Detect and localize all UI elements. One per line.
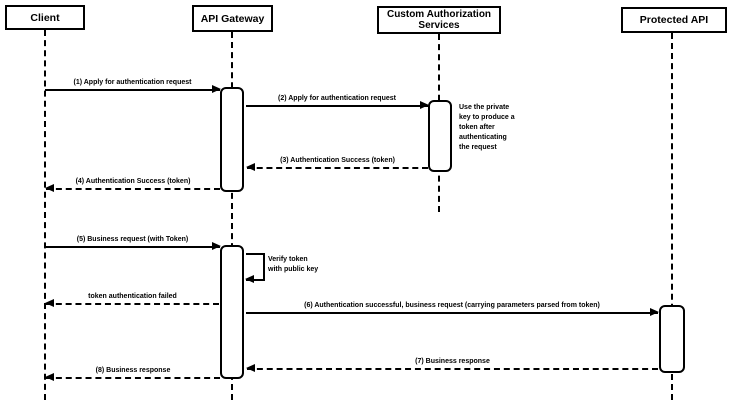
lifeline-protected-api: [671, 33, 673, 400]
participant-api-gateway: API Gateway: [192, 5, 273, 32]
message-token-auth-failed-label: token authentication failed: [88, 293, 177, 300]
participant-protected-api: Protected API: [621, 7, 727, 33]
message-6-line: [246, 312, 658, 314]
message-6-label: (6) Authentication successful, business …: [304, 302, 600, 309]
message-4-line: [46, 188, 220, 190]
message-7-label: (7) Business response: [415, 358, 490, 365]
message-2-arrowhead: [420, 101, 429, 109]
note-private-key: Use the private key to produce a token a…: [459, 104, 515, 151]
message-5-line: [45, 246, 220, 248]
participant-custom-authorization-services-label: Custom Authorization Services: [386, 8, 492, 32]
activation-api-gateway-1: [220, 87, 244, 192]
activation-custom-authorization-services: [428, 100, 452, 172]
message-1-line: [45, 89, 220, 91]
message-2-label: (2) Apply for authentication request: [278, 95, 396, 102]
lifeline-client: [44, 30, 46, 400]
message-4-label: (4) Authentication Success (token): [75, 178, 191, 185]
self-message-verify-token-label: Verify token with public key: [268, 256, 319, 273]
message-3-arrowhead: [246, 163, 255, 171]
self-message-verify-token-arrowhead: [245, 275, 254, 283]
message-3-label: (3) Authentication Success (token): [280, 157, 395, 164]
participant-protected-api-label: Protected API: [639, 14, 709, 26]
message-8-arrowhead: [45, 373, 54, 381]
activation-protected-api: [659, 305, 685, 373]
participant-client: Client: [5, 5, 85, 30]
participant-api-gateway-label: API Gateway: [200, 12, 265, 25]
message-7-arrowhead: [246, 364, 255, 372]
message-5-label: (5) Business request (with Token): [76, 236, 189, 243]
participant-custom-authorization-services: Custom Authorization Services: [377, 6, 501, 34]
participant-client-label: Client: [30, 11, 60, 24]
message-4-arrowhead: [45, 184, 54, 192]
message-6-arrowhead: [650, 308, 659, 316]
message-1-label: (1) Apply for authentication request: [73, 79, 192, 86]
message-3-line: [247, 167, 428, 169]
message-token-auth-failed-line: [46, 303, 219, 305]
message-token-auth-failed-arrowhead: [45, 299, 54, 307]
message-8-label: (8) Business response: [95, 367, 171, 374]
message-7-line: [247, 368, 658, 370]
self-message-verify-token-loop: [246, 253, 265, 281]
message-5-arrowhead: [212, 242, 221, 250]
message-8-line: [46, 377, 220, 379]
message-1-arrowhead: [212, 85, 221, 93]
activation-api-gateway-2: [220, 245, 244, 379]
message-2-line: [246, 105, 428, 107]
lifeline-api-gateway: [231, 32, 233, 400]
